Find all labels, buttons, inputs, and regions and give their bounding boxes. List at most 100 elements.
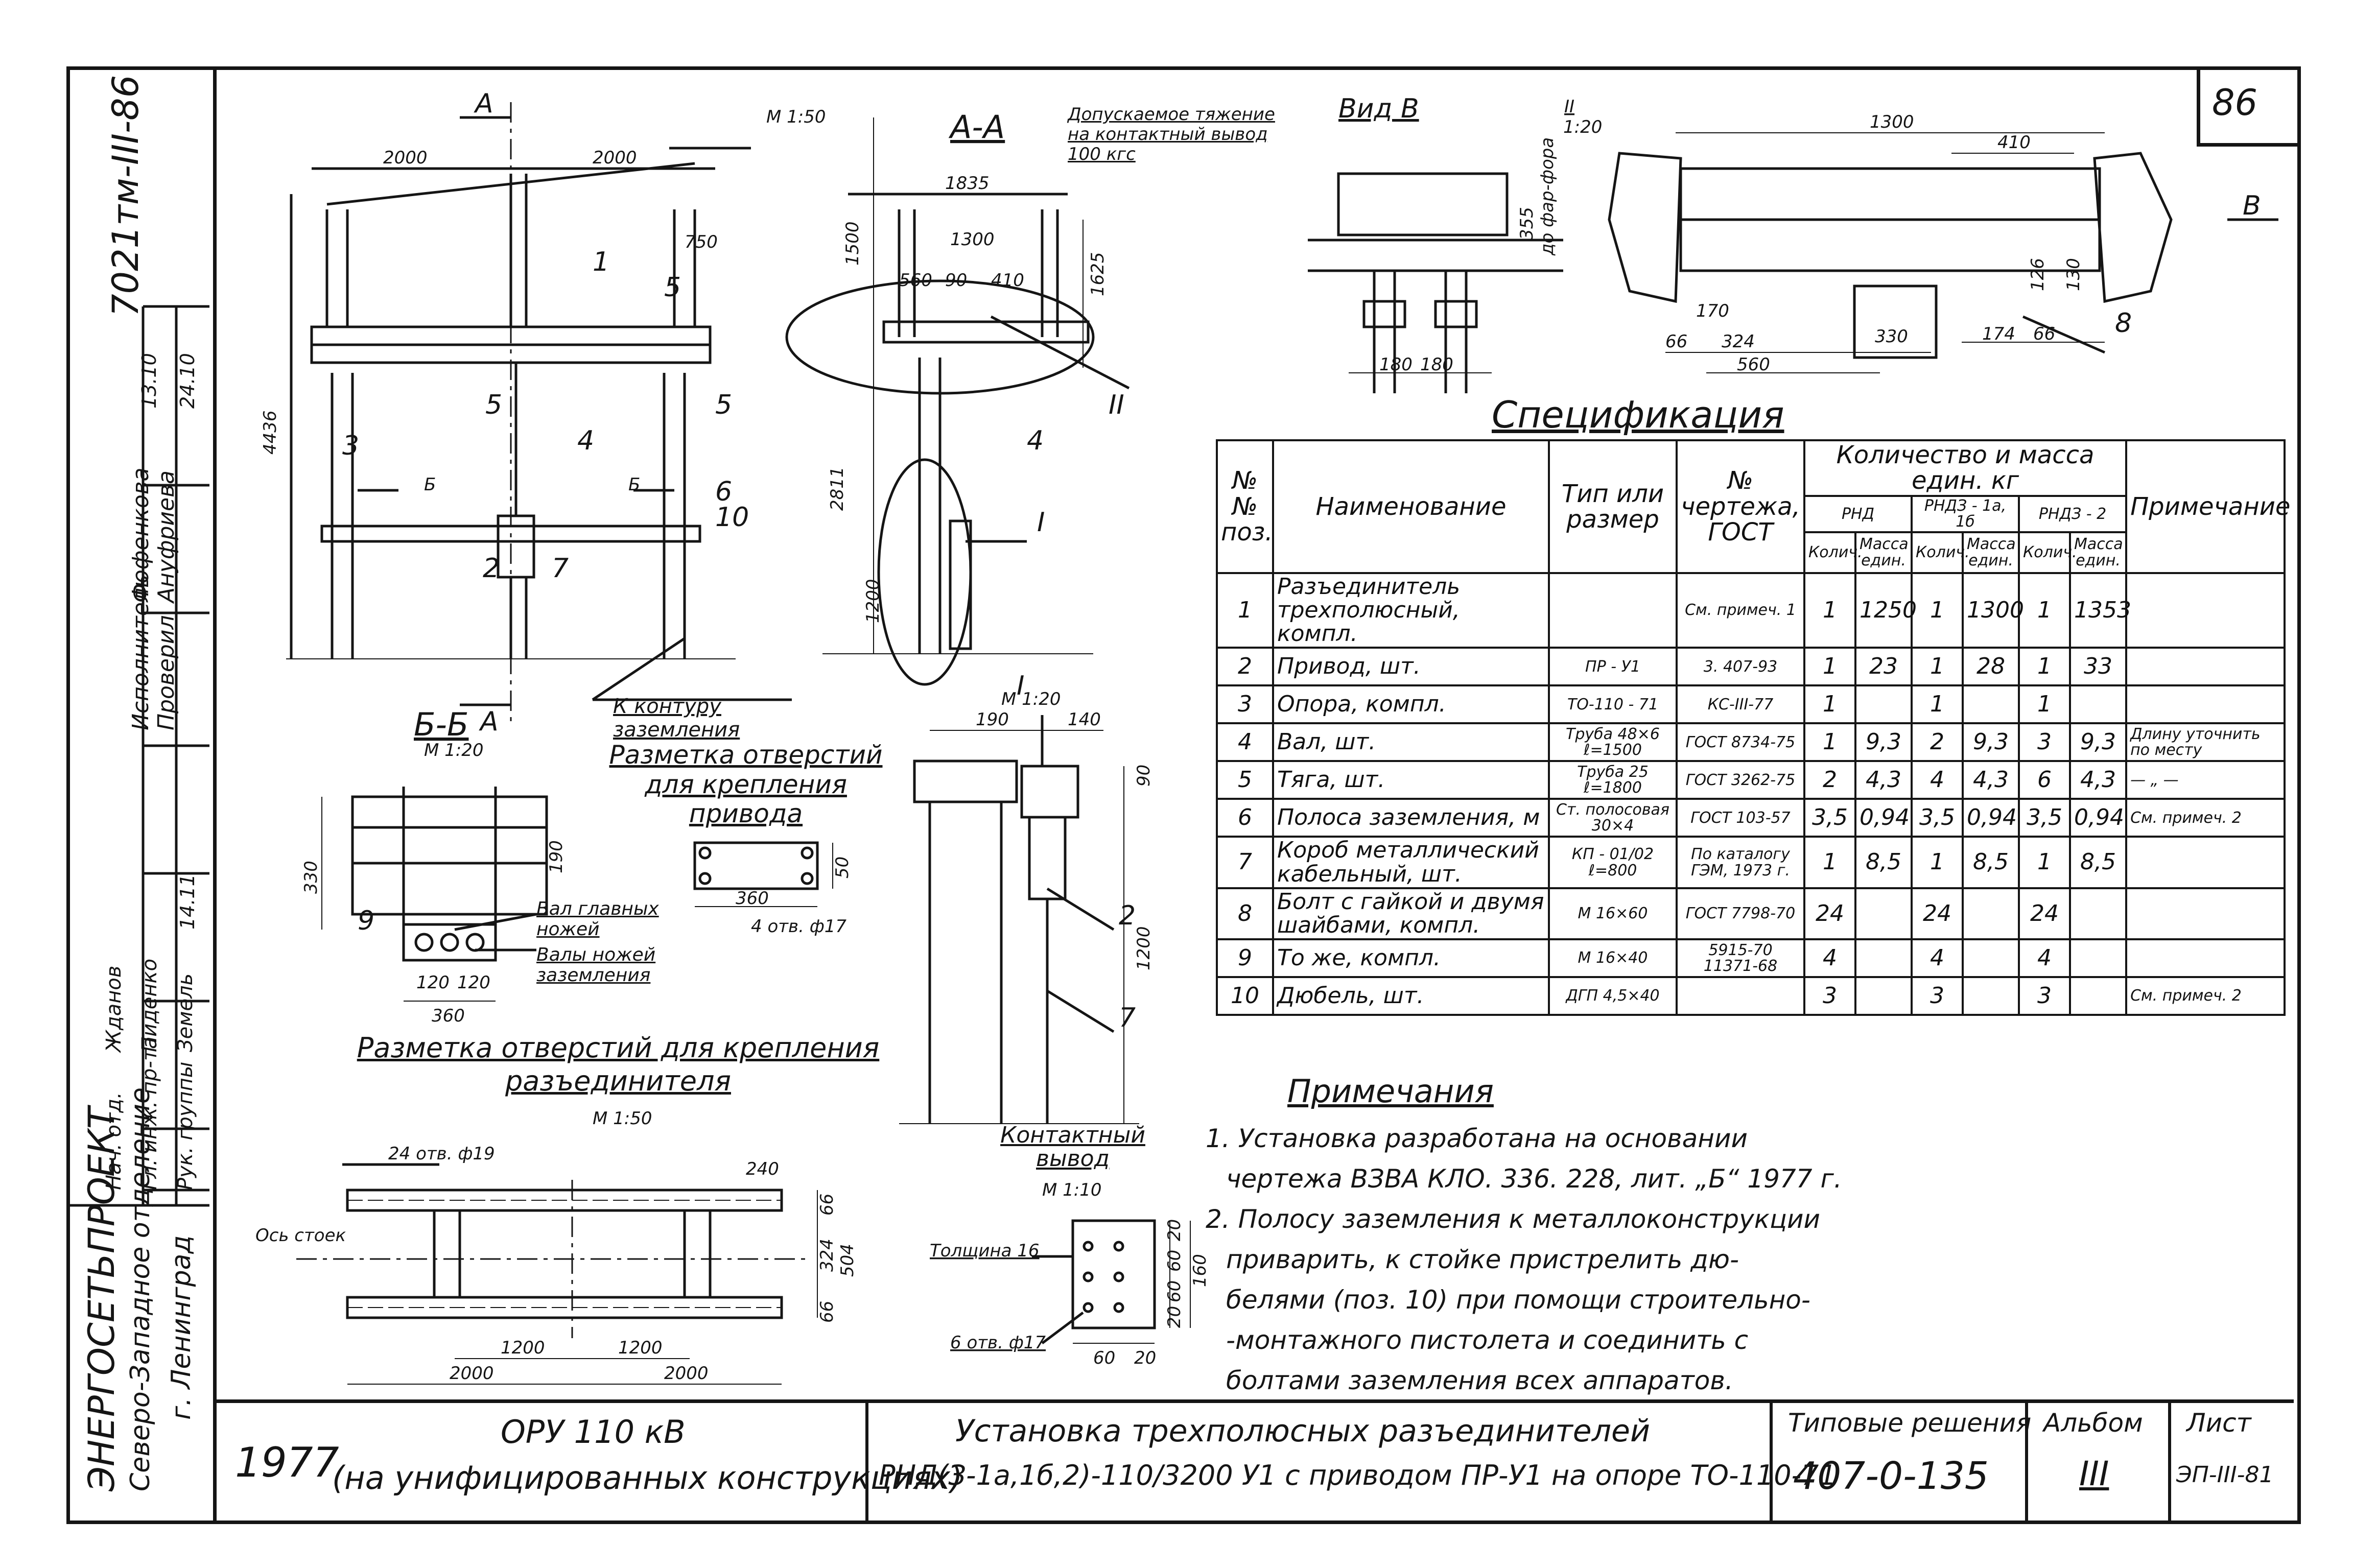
dim-label: 160 (1190, 1254, 1210, 1287)
detail-title: I (1017, 671, 1024, 701)
dim-label: 90 (1134, 765, 1154, 787)
title-block: 1977 ОРУ 110 кВ (на унифицированных конс… (215, 1399, 2294, 1521)
spec-cell-q1: 1 (1803, 836, 1856, 889)
spec-cell-note (2125, 572, 2286, 649)
hole-label: 4 отв. ф17 (751, 916, 846, 937)
dim-label: 2000 (664, 1363, 709, 1384)
dim-label: 126 (2028, 258, 2048, 291)
spec-cell-q1: 1 (1803, 572, 1856, 649)
view-arrow: В (2243, 191, 2261, 221)
title-object-cell: 1977 ОРУ 110 кВ (на унифицированных конс… (215, 1403, 962, 1521)
section-b-mark: Б (424, 474, 436, 495)
notes-title: Примечания (1287, 1073, 1494, 1110)
view-b: Вид В 355 до фар-фора 180 180 (1308, 93, 1563, 393)
spec-cell-m1: 4,3 (1854, 760, 1913, 800)
note-line: 1. Установка разработана на основании (1206, 1124, 1748, 1153)
spec-cell-type (1548, 572, 1678, 649)
thickness-label: Толщина 16 (930, 1241, 1040, 1261)
drill-switch-title: Разметка отверстий для крепления разъеди… (357, 1032, 880, 1097)
spec-cell-m2 (1962, 684, 2020, 725)
album-label: Альбом (2043, 1408, 2143, 1438)
spec-cell-note (2125, 887, 2286, 941)
spec-cell-m1: 23 (1854, 647, 1913, 687)
series-number: 407-0-135 (1793, 1454, 1989, 1498)
spec-cell-note (2125, 938, 2286, 979)
callout-mark: II (1109, 390, 1124, 420)
dim-label: 1300 (1870, 112, 1914, 132)
note-line: болтами заземления всех аппаратов. (1226, 1366, 1733, 1395)
note-line: чертежа ВЗВА КЛО. 336. 228, лит. „Б“ 197… (1226, 1164, 1842, 1194)
spec-cell-q3: 1 (2018, 684, 2071, 725)
spec-cell-q2: 3,5 (1911, 798, 1964, 838)
spec-cell-m3: 0,94 (2068, 798, 2128, 838)
section-aa: А-А 1835 1300 560 90 410 1500 1625 2811 … (785, 108, 1130, 686)
dim-label: 2000 (450, 1363, 494, 1384)
spec-cell-note (2125, 647, 2286, 687)
spec-cell-q3: 24 (2018, 887, 2071, 941)
spec-cell-pos: 8 (1216, 887, 1274, 941)
dim-label: 120 (416, 972, 450, 993)
spec-cell-q2: 4 (1911, 938, 1964, 979)
scale-label: М 1:20 (424, 740, 484, 761)
view-title: А-А (948, 108, 1005, 146)
position-number: 6 (715, 477, 732, 507)
spec-cell-m3 (2068, 976, 2128, 1016)
detail-2: II 1:20 1300 410 170 66 324 560 330 174 … (1563, 97, 2278, 375)
spec-cell-name: Тяга, шт. (1272, 760, 1550, 800)
spec-cell-gost: 3. 407-93 (1676, 647, 1805, 687)
spec-cell-m2: 1300 (1962, 572, 2024, 649)
dim-label: 1200 (863, 579, 883, 623)
spec-cell-gost: ГОСТ 7798-70 (1676, 887, 1805, 941)
dim-label: 1200 (1134, 926, 1154, 970)
dim-label: 560 (899, 270, 932, 291)
spec-cell-note: См. примеч. 2 (2125, 976, 2286, 1016)
spec-cell-note (2125, 836, 2286, 889)
spec-cell-pos: 3 (1216, 684, 1274, 725)
dim-label: 20 (1164, 1306, 1185, 1328)
dim-label: 130 (2063, 258, 2084, 291)
spec-cell-type: ДГП 4,5×40 (1548, 976, 1678, 1016)
header-type: Тип или размер (1548, 439, 1678, 574)
spec-cell-q3: 3 (2018, 976, 2071, 1016)
position-number: 2 (1119, 900, 1136, 931)
sheet-corner-number: 86 (2212, 82, 2258, 124)
note-line: 2. Полосу заземления к металлоконструкци… (1206, 1204, 1820, 1234)
spec-cell-m3: 8,5 (2068, 836, 2128, 889)
position-number: 3 (342, 431, 359, 461)
dim-label: 1835 (945, 173, 990, 194)
scale-label: М 1:50 (766, 107, 826, 127)
position-number: 5 (664, 272, 681, 303)
position-number: 7 (552, 553, 569, 584)
spec-cell-name: Болт с гайкой и двумя шайбами, компл. (1272, 887, 1550, 941)
spec-table: №№ поз. Наименование Тип или размер № че… (1216, 439, 2290, 1016)
spec-cell-type: М 16×60 (1548, 887, 1678, 941)
header-qty: Колич. (1911, 531, 1970, 574)
dim-label: 60 (1164, 1250, 1185, 1272)
section-b-mark: Б (628, 474, 640, 495)
spec-cell-q1: 2 (1803, 760, 1856, 800)
header-mass: Масса един. (1962, 531, 2020, 574)
spec-cell-q2: 4 (1911, 760, 1964, 800)
axis-label: Ось стоек (255, 1225, 346, 1246)
album-number: III (2079, 1454, 2109, 1493)
spec-cell-q3: 4 (2018, 938, 2071, 979)
dim-label: 240 (746, 1159, 779, 1179)
spec-cell-q1: 1 (1803, 684, 1856, 725)
spec-cell-m1: 1250 (1854, 572, 1917, 649)
spec-cell-pos: 2 (1216, 647, 1274, 687)
dim-label: 410 (991, 270, 1024, 291)
spec-cell-m3 (2068, 938, 2128, 979)
dim-label: 140 (1068, 709, 1101, 730)
spec-cell-q2: 3 (1911, 976, 1964, 1016)
title-sheet-cell: Лист ЭП-III-81 (2171, 1403, 2294, 1521)
sheet-label: Лист (2186, 1408, 2251, 1438)
spec-cell-note: Длину уточнить по месту (2125, 722, 2286, 763)
title-desc-2: РНД(З-1а,1б,2)-110/3200 У1 с приводом ПР… (879, 1459, 1837, 1491)
spec-cell-gost: ГОСТ 8734-75 (1676, 722, 1805, 763)
spec-cell-m3: 4,3 (2068, 760, 2128, 800)
spec-cell-q1: 24 (1803, 887, 1856, 941)
